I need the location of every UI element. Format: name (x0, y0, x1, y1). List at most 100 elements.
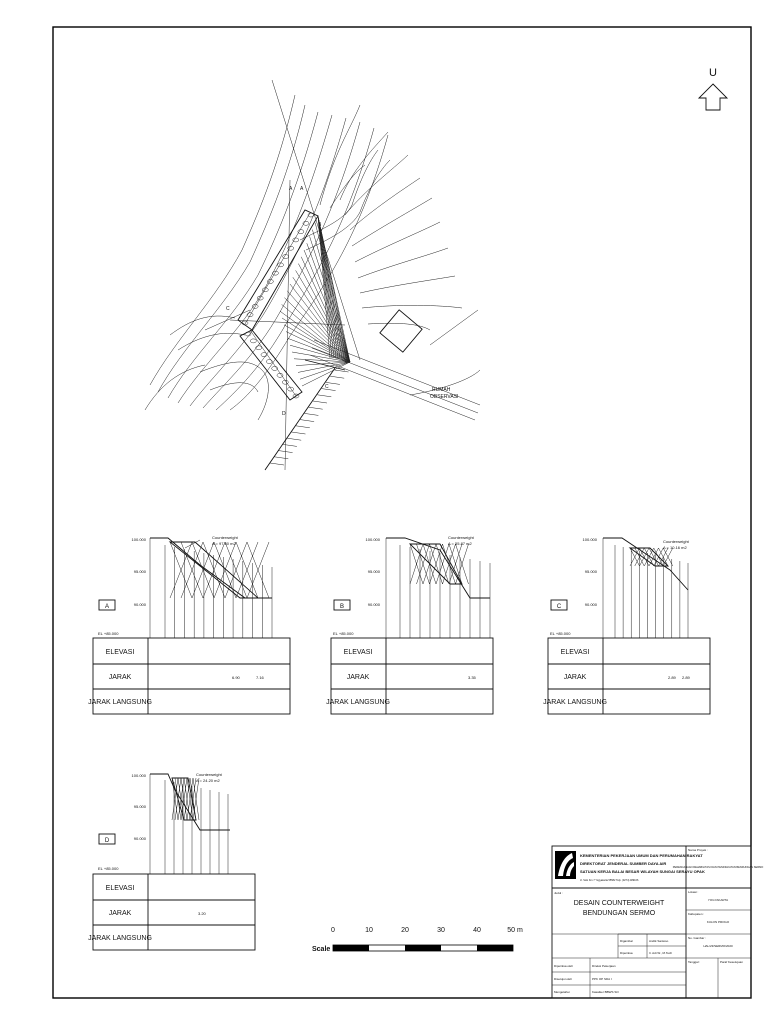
section-c-row-elevasi: ELEVASI (561, 649, 590, 656)
section-d-row-jarak: JARAK (109, 910, 132, 917)
section-d-area: A = 24.20 m2 (196, 778, 220, 783)
section-d-counterweight (171, 777, 200, 821)
row-name-4: Kasatker BBWS SO (592, 990, 619, 994)
section-c-row-jarak-langsung: JARAK LANGSUNG (543, 699, 607, 706)
section-a-jarak-end-1: 6.90 (232, 675, 241, 680)
section-d-cw-label: Counterweight (196, 772, 223, 777)
radiation-line (298, 263, 351, 363)
riprap-stone (287, 386, 294, 392)
section-mark-b: B (318, 222, 322, 228)
riprap-stone (241, 320, 249, 326)
section-a-row-elevasi: ELEVASI (106, 649, 135, 656)
hatch-line (171, 777, 179, 821)
riprap-stone (276, 373, 284, 378)
section-b-el-95: 95.000 (368, 569, 381, 574)
hatch-line (213, 541, 237, 599)
scale-tick-0: 0 (331, 927, 335, 934)
radiation-line (317, 215, 337, 359)
riprap-stone (260, 352, 268, 357)
hatch-line (409, 543, 424, 585)
section-c-row-jarak: JARAK (564, 674, 587, 681)
section-b-tag (333, 599, 351, 611)
section-d-id: D (105, 838, 110, 844)
hatch-line (422, 543, 437, 585)
section-d-el-90: 90.000 (134, 836, 147, 841)
radiation-line (317, 215, 331, 359)
slope-tick (330, 375, 345, 379)
section-a: 100.000 95.000 90.000 A EL +85.000 Count… (88, 535, 291, 715)
section-a-el-95: 95.000 (134, 569, 147, 574)
section-a-table (92, 637, 291, 715)
hatch-line (429, 543, 443, 585)
section-b-area: A = 55.87 m2 (448, 541, 472, 546)
radiation-line (287, 338, 351, 363)
hatch-line (435, 543, 450, 585)
hatch-line (455, 543, 469, 585)
slope-tick (321, 388, 336, 391)
hatch-line (629, 547, 640, 567)
riprap-stone (244, 331, 252, 337)
scale-tick-40: 40 (473, 927, 481, 934)
section-a-el-base: EL +85.000 (98, 631, 119, 636)
riprap-stone (262, 287, 269, 293)
row-name-3: PPK OP SDA I (592, 977, 612, 981)
north-arrow-icon (697, 83, 729, 111)
riprap-stone (246, 312, 254, 317)
radiation-line (297, 361, 351, 373)
slope-tick (282, 444, 297, 447)
hatch-line (186, 777, 194, 821)
riprap-stone (271, 366, 278, 371)
radiation-line (317, 215, 333, 359)
slope-tick (269, 462, 285, 466)
section-d-tag (98, 833, 116, 845)
section-a-row-jarak: JARAK (109, 674, 132, 681)
radiation-line (317, 215, 341, 359)
row-role-0: Digambar (620, 939, 633, 943)
scale-bar: 0 10 20 30 40 50 m Scale (312, 927, 523, 953)
hatch-line (648, 547, 659, 567)
riprap-stone (256, 295, 264, 301)
section-c: 100.000 95.000 90.000 C EL +85.000 Count… (543, 537, 711, 715)
lokasi-label: Lokasi : (688, 890, 699, 894)
observasi-label: OBSERVASI (430, 394, 458, 400)
section-b-row-jarak-langsung: JARAK LANGSUNG (326, 699, 390, 706)
row-name-2: Direksi Pekerjaan (592, 964, 616, 968)
row-role-1: Diperiksa (620, 951, 633, 955)
section-b-jarak-end-1: 3.35 (468, 675, 477, 680)
slope-tick (274, 456, 289, 460)
slope-tick (317, 394, 332, 398)
slope-tick (308, 406, 323, 410)
radiation-line (301, 361, 351, 387)
riprap-stone (272, 270, 279, 276)
hatch-line (235, 541, 259, 599)
section-a-row-jarak-langsung: JARAK LANGSUNG (88, 699, 152, 706)
radiation-line (317, 215, 335, 359)
riprap-stone (302, 221, 310, 226)
ministry-line-2: DIREKTORAT JENDERAL SUMBER DAYA AIR (580, 861, 666, 866)
hatch-line (442, 543, 456, 585)
section-mark-a1: A (289, 186, 293, 192)
section-d-el-base: EL +85.000 (98, 866, 119, 871)
north-arrow: U (697, 67, 729, 111)
section-c-id: C (557, 604, 562, 610)
ministry-logo (555, 851, 576, 879)
hatch-line (169, 541, 193, 599)
radiation-line (317, 215, 343, 359)
hatch-line (192, 777, 200, 821)
radiation-line (317, 215, 347, 359)
section-b-counterweight (409, 543, 469, 585)
section-c-el-100: 100.000 (583, 537, 598, 542)
riprap-stone (307, 212, 315, 218)
section-c-counterweight (629, 547, 673, 567)
hatch-line (246, 541, 270, 599)
proyek-value: PERENCANAAN REHABILITASI DAN PENINGKATAN… (673, 865, 764, 869)
radiation-line (295, 270, 351, 363)
hatch-line (180, 777, 188, 821)
no-gambar-value: HAL/23/SERMO/2020 (703, 944, 733, 948)
judul-label: Judul : (554, 891, 563, 895)
kabupaten-label: Kabupaten : (688, 912, 704, 916)
hatch-line (189, 777, 197, 821)
hatch-line (183, 777, 191, 821)
scale-label: Scale (312, 946, 330, 953)
